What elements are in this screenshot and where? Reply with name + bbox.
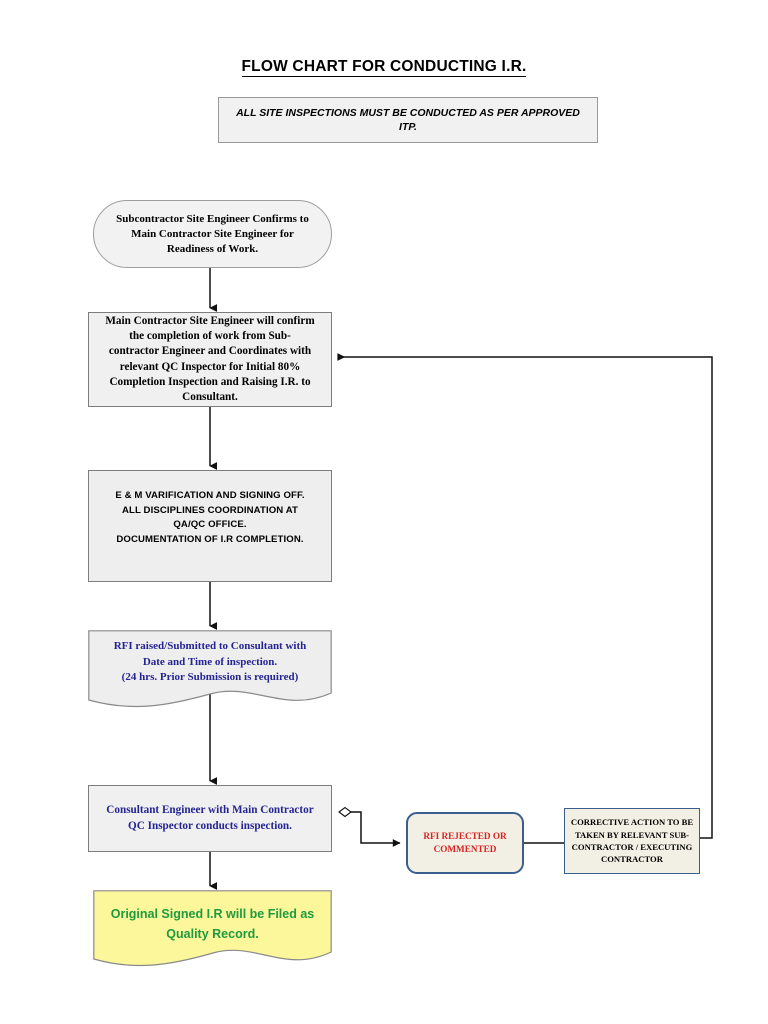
node-main-contractor-confirm: Main Contractor Site Engineer will confi… — [88, 312, 332, 407]
edge-inspect-to-rejected — [347, 811, 401, 847]
edge-corrective-to-confirm — [337, 353, 713, 839]
diamond-connector-icon — [338, 806, 352, 818]
node-quality-record: Original Signed I.R will be Filed as Qua… — [93, 890, 332, 975]
node-corrective-action-label: CORRECTIVE ACTION TO BE TAKEN BY RELEVAN… — [570, 817, 694, 865]
node-start: Subcontractor Site Engineer Confirms to … — [93, 200, 332, 268]
node-em-verification-label: E & M VARIFICATION AND SIGNING OFF. ALL … — [115, 490, 305, 545]
node-corrective-action: CORRECTIVE ACTION TO BE TAKEN BY RELEVAN… — [564, 808, 700, 874]
node-rfi-raised: RFI raised/Submitted to Consultant with … — [88, 630, 332, 716]
node-quality-record-label: Original Signed I.R will be Filed as Qua… — [110, 907, 315, 941]
document-shape-rfi — [88, 630, 332, 708]
notice-banner: ALL SITE INSPECTIONS MUST BE CONDUCTED A… — [218, 97, 598, 143]
node-rfi-raised-label: RFI raised/Submitted to Consultant with … — [113, 640, 307, 683]
page-title: FLOW CHART FOR CONDUCTING I.R. — [0, 58, 768, 77]
node-start-label: Subcontractor Site Engineer Confirms to … — [116, 212, 309, 255]
node-consultant-inspection-label: Consultant Engineer with Main Contractor… — [106, 804, 314, 832]
node-consultant-inspection: Consultant Engineer with Main Contractor… — [88, 785, 332, 852]
page-title-text: FLOW CHART FOR CONDUCTING I.R. — [241, 58, 527, 77]
node-rfi-rejected: RFI REJECTED OR COMMENTED — [406, 812, 524, 874]
document-shape-record — [93, 890, 332, 967]
node-main-contractor-confirm-label: Main Contractor Site Engineer will confi… — [105, 314, 315, 403]
node-rfi-rejected-label: RFI REJECTED OR COMMENTED — [423, 831, 507, 854]
node-em-verification: E & M VARIFICATION AND SIGNING OFF. ALL … — [88, 470, 332, 582]
notice-banner-text: ALL SITE INSPECTIONS MUST BE CONDUCTED A… — [236, 107, 580, 133]
